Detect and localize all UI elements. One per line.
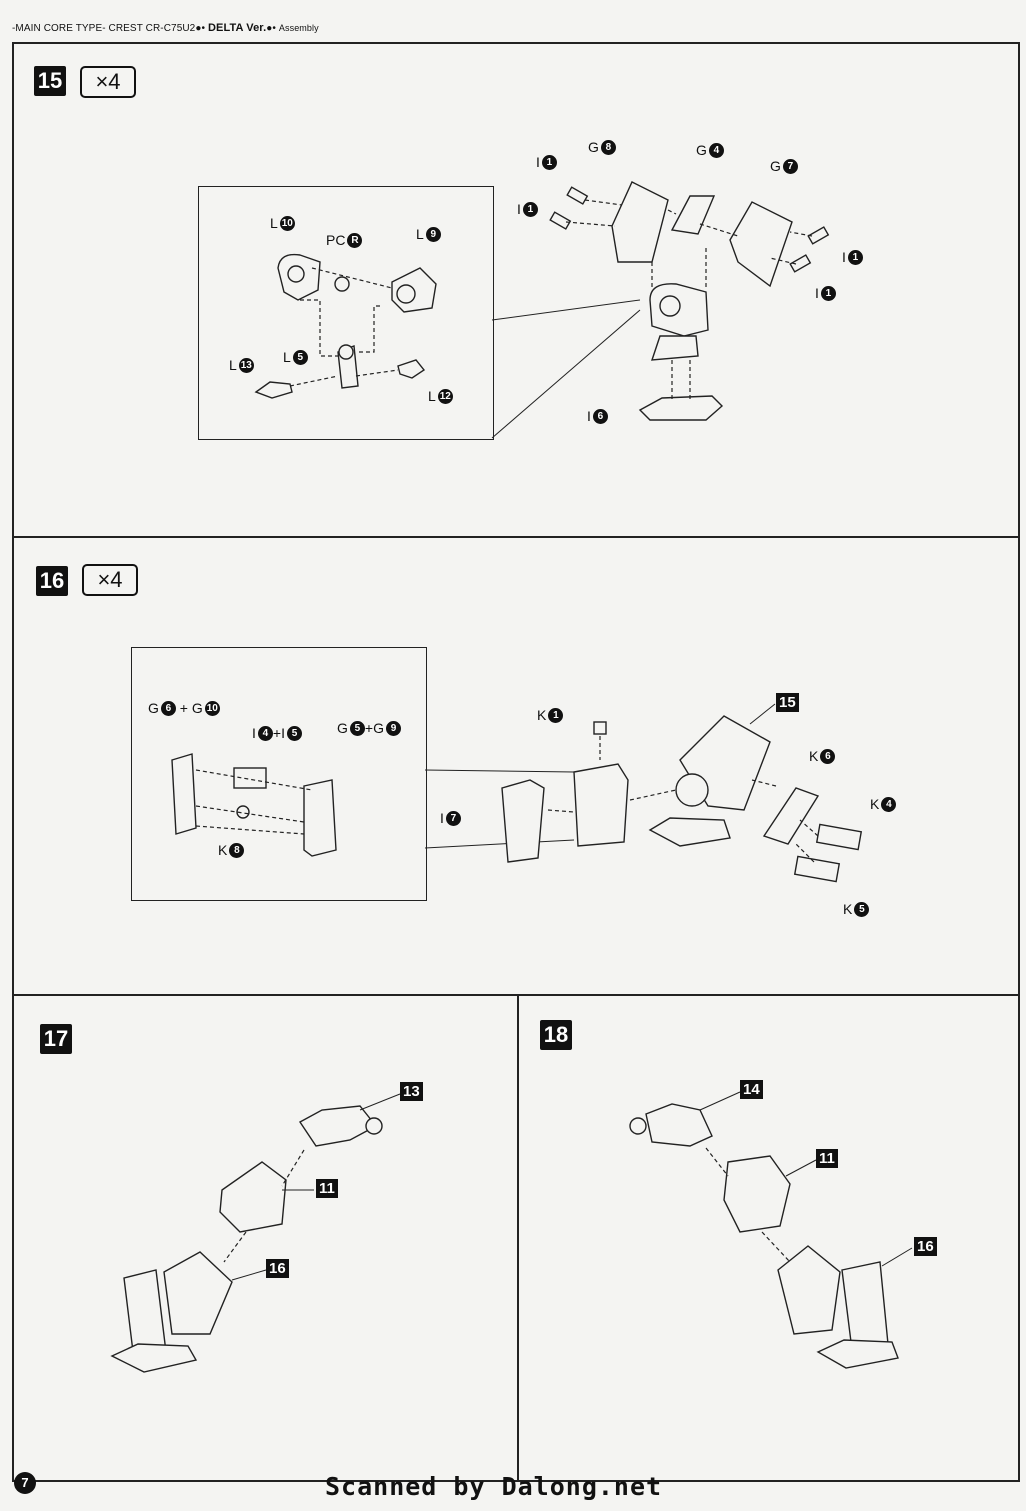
- pin-i1c: [807, 226, 830, 245]
- pin-i1a: [566, 186, 589, 205]
- page-header: -MAIN CORE TYPE- CREST CR-C75U2●• DELTA …: [12, 22, 319, 34]
- ref-11-tag-s17: 11: [316, 1179, 338, 1198]
- divider-17-18: [517, 994, 519, 1482]
- pin-i1d: [789, 254, 812, 273]
- step-16-number: 16: [36, 566, 68, 596]
- part-i4-i5: [233, 767, 267, 789]
- part-g6-g10: [171, 753, 197, 835]
- step-15-number: 15: [34, 66, 66, 96]
- sub-13-s17: [298, 1105, 378, 1147]
- foot-i6: [638, 395, 724, 421]
- sub-11-s18: [723, 1155, 791, 1233]
- header-delta: DELTA Ver.: [207, 22, 267, 34]
- header-model: CR-C75U2: [145, 23, 196, 34]
- part-g7: [729, 201, 793, 288]
- ref-16-tag-s17: 16: [266, 1259, 289, 1278]
- part-l13: [254, 381, 293, 399]
- ref-14-tag: 14: [740, 1080, 763, 1099]
- part-k1: [593, 721, 607, 735]
- part-i7: [501, 779, 545, 863]
- sub-14-s18: [645, 1103, 713, 1147]
- part-l12: [397, 359, 426, 379]
- sub-16-s18: [777, 1245, 841, 1335]
- part-g8: [611, 181, 669, 263]
- header-assembly: Assembly: [278, 23, 319, 33]
- header-main: -MAIN CORE TYPE- CREST: [12, 23, 143, 34]
- part-pc-r: [334, 276, 350, 292]
- part-k6: [762, 787, 820, 845]
- divider-15-16: [12, 536, 1020, 538]
- part-k8: [236, 805, 250, 819]
- pin-i1b: [549, 211, 572, 230]
- page-number: 7: [14, 1472, 36, 1494]
- part-k4: [815, 823, 863, 851]
- sub-11-s17: [219, 1161, 287, 1233]
- divider-16-17: [12, 994, 1020, 996]
- block-assembled: [573, 763, 629, 847]
- ref-13-tag: 13: [400, 1082, 423, 1101]
- part-k5: [793, 855, 841, 883]
- step-16-multiplier: ×4: [82, 564, 138, 596]
- scanner-credit: Scanned by Dalong.net: [325, 1472, 663, 1501]
- ref-11-tag-s18: 11: [816, 1149, 838, 1168]
- ref-16-tag-s18: 16: [914, 1237, 937, 1256]
- step-18-number: 18: [540, 1020, 572, 1050]
- step-17-number: 17: [40, 1024, 72, 1054]
- part-g5-g9: [303, 779, 337, 857]
- ref-step-15-tag: 15: [776, 693, 799, 712]
- header-dots-2: ●•: [266, 23, 276, 34]
- step-15-multiplier: ×4: [80, 66, 136, 98]
- header-dots: ●•: [195, 23, 206, 34]
- instruction-frame: [12, 42, 1020, 1482]
- part-g4: [670, 195, 716, 235]
